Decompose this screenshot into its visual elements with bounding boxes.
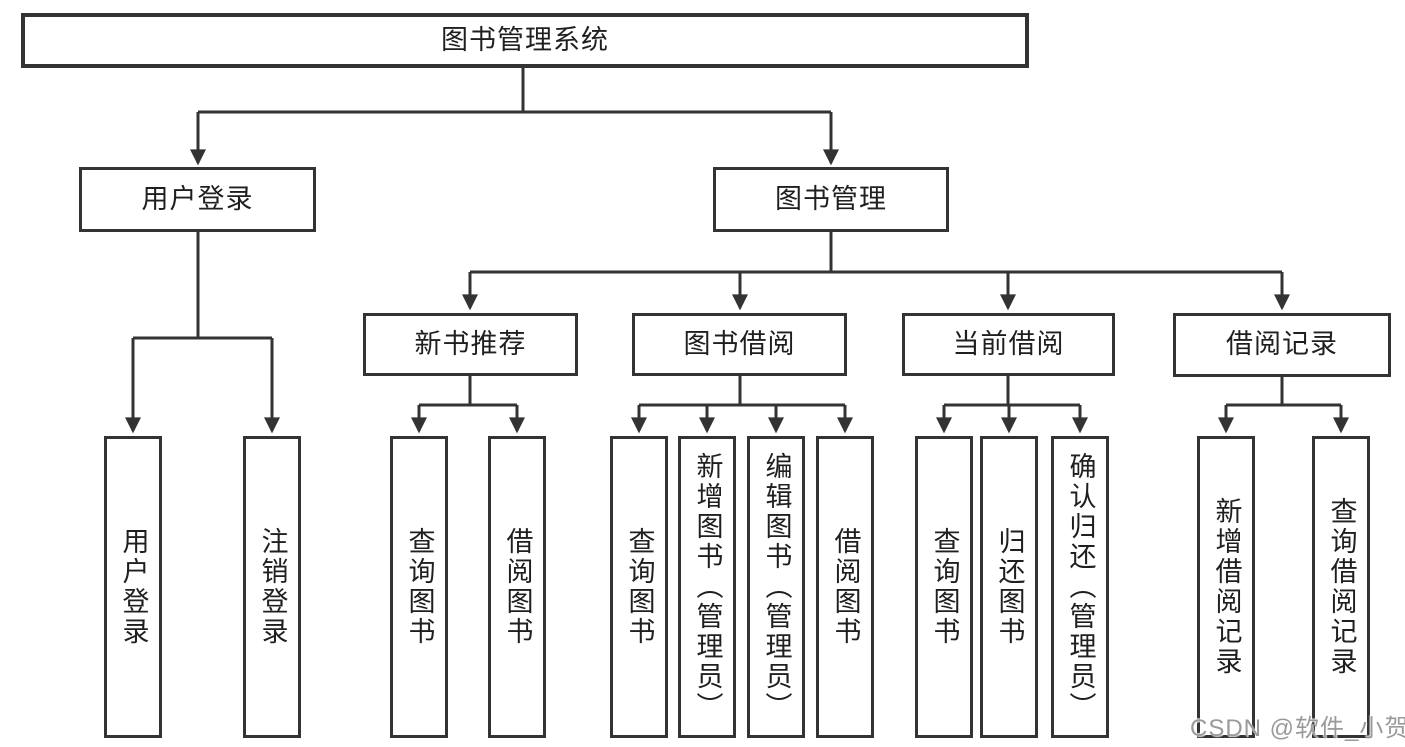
node-bb-borrow-book: 借阅图书 [816, 436, 874, 738]
node-cb-query-book: 查询图书 [915, 436, 973, 738]
connector-lines [133, 68, 1341, 407]
csdn-watermark: CSDN @软件_小贺同学 [1190, 715, 1405, 742]
node-br-query-record: 查询借阅记录 [1312, 436, 1370, 738]
node-nb-borrow-book: 借阅图书 [488, 436, 546, 738]
node-cb-return-book: 归还图书 [980, 436, 1038, 738]
node-new-book-recommend: 新书推荐 [363, 313, 578, 376]
node-book-borrowing: 图书借阅 [632, 313, 847, 376]
node-bb-add-book-admin: 新增图书（管理员） [678, 436, 736, 738]
node-leaf-user-login: 用户登录 [104, 436, 162, 738]
node-borrowing-records: 借阅记录 [1173, 313, 1391, 377]
node-user-login: 用户登录 [79, 167, 316, 232]
node-root-system: 图书管理系统 [21, 13, 1029, 68]
node-nb-query-book: 查询图书 [390, 436, 448, 738]
node-bb-query-book: 查询图书 [610, 436, 668, 738]
node-book-management: 图书管理 [713, 167, 949, 232]
arrow-lines [125, 112, 1349, 434]
node-cb-confirm-return-admin: 确认归还（管理员） [1051, 436, 1109, 738]
node-leaf-logout: 注销登录 [243, 436, 301, 738]
node-bb-edit-book-admin: 编辑图书（管理员） [747, 436, 805, 738]
node-br-add-record: 新增借阅记录 [1197, 436, 1255, 738]
node-current-borrowing: 当前借阅 [902, 313, 1115, 376]
